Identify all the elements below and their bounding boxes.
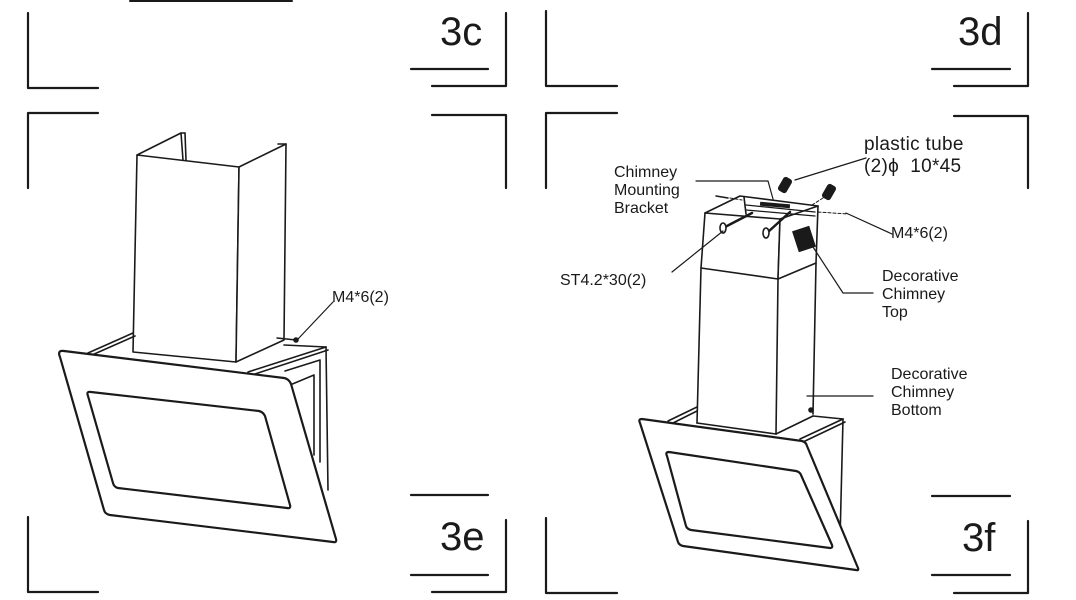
panel-3c-frame xyxy=(26,11,508,90)
step-label-3f: 3f xyxy=(962,516,996,560)
step-label-3e: 3e xyxy=(440,515,485,559)
panel-3d-frame xyxy=(544,9,1030,88)
callout-plastic-tube-title: plastic tube xyxy=(864,134,964,155)
callout-decorative-chimney-bottom: Decorative Chimney Bottom xyxy=(891,366,968,419)
step-label-3d: 3d xyxy=(958,10,1003,54)
hood-3e xyxy=(58,132,338,544)
callout-plastic-tube-spec: (2)ϕ 10*45 xyxy=(864,156,962,177)
hood-3f xyxy=(638,157,893,572)
callout-decorative-chimney-top: Decorative Chimney Top xyxy=(882,268,959,321)
callout-chimney-mounting-bracket: Chimney Mounting Bracket xyxy=(614,164,680,217)
callout-m4-screw-3e: M4*6(2) xyxy=(332,289,389,306)
step-label-3c: 3c xyxy=(440,10,483,54)
callout-m4-screw-3f: M4*6(2) xyxy=(891,225,948,242)
callout-st-screw: ST4.2*30(2) xyxy=(560,272,647,289)
panel-3e-frame xyxy=(26,111,508,594)
panel-3f-frame xyxy=(544,111,1030,595)
